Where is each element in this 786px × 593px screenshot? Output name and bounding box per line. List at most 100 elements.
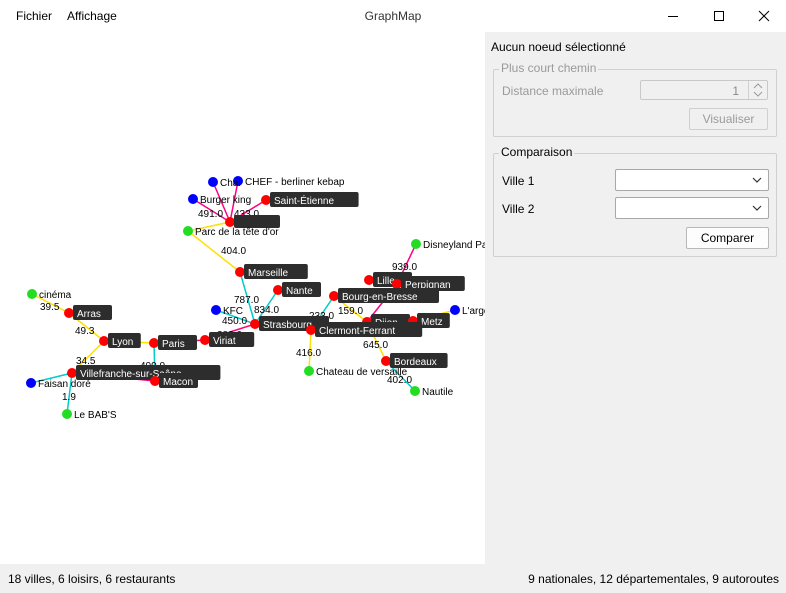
selection-status: Aucun noeud sélectionné: [491, 40, 626, 54]
edge-chal-hidden_city[interactable]: [212, 181, 231, 223]
edge-arras-cinema[interactable]: [31, 293, 70, 314]
distance-spinbox[interactable]: 1: [640, 80, 768, 100]
node-largo[interactable]: [450, 305, 460, 315]
node-chef[interactable]: [233, 176, 243, 186]
node-marseille[interactable]: [235, 267, 245, 277]
minimize-button[interactable]: [650, 0, 696, 32]
edge-villefranche-bab[interactable]: [66, 372, 73, 415]
close-button[interactable]: [740, 0, 786, 32]
minimize-icon: [668, 16, 678, 17]
close-icon: [758, 10, 770, 22]
graph-canvas[interactable]: 491.0433.0404.0787.0834.0450.0382.0233.0…: [0, 32, 485, 564]
visualize-button[interactable]: Visualiser: [689, 108, 768, 130]
node-bordeaux[interactable]: [381, 356, 391, 366]
distance-label: 159.0: [338, 306, 363, 317]
comparison-group: Comparaison Ville 1 Ville 2 Comparer: [493, 145, 777, 257]
node-label-box: [338, 288, 439, 303]
title-bar: Fichier Affichage GraphMap: [0, 0, 786, 32]
node-label-box: [244, 264, 308, 279]
edge-marseille-strasbourg[interactable]: [239, 271, 256, 325]
distance-label: 939.0: [392, 262, 417, 273]
edge-hidden_city-parc[interactable]: [187, 221, 231, 232]
status-counts-nodes: 18 villes, 6 loisirs, 6 restaurants: [8, 572, 176, 586]
node-label: Macon: [163, 377, 193, 388]
distance-label: 49.3: [75, 326, 95, 337]
node-chateau[interactable]: [304, 366, 314, 376]
edge-nante-strasbourg[interactable]: [254, 289, 279, 325]
node-chal[interactable]: [208, 177, 218, 187]
node-label-box: [73, 305, 112, 320]
node-label: Arras: [77, 309, 101, 320]
shortest-path-title: Plus court chemin: [499, 61, 599, 75]
node-kfc[interactable]: [211, 305, 221, 315]
node-perpignan[interactable]: [392, 279, 402, 289]
node-label: Metz: [421, 317, 443, 328]
distance-label: 416.0: [296, 348, 321, 359]
compare-button[interactable]: Comparer: [686, 227, 769, 249]
node-strasbourg[interactable]: [250, 319, 260, 329]
city2-label: Ville 2: [502, 202, 535, 216]
node-clermont[interactable]: [306, 325, 316, 335]
node-burger[interactable]: [188, 194, 198, 204]
node-label: Lyon: [112, 337, 133, 348]
node-arras[interactable]: [64, 308, 74, 318]
spin-arrows-icon[interactable]: [748, 81, 767, 99]
node-label: Clermont-Ferrant: [319, 326, 395, 337]
distance-label: 491.0: [198, 209, 223, 220]
comparison-title: Comparaison: [499, 145, 575, 159]
distance-label: 39.5: [40, 302, 60, 313]
edge-kfc-strasbourg[interactable]: [215, 309, 256, 325]
node-parc[interactable]: [183, 226, 193, 236]
node-paris[interactable]: [149, 338, 159, 348]
node-label-box: [401, 276, 465, 291]
distance-label: 433.0: [234, 209, 259, 220]
node-label: Viriat: [213, 336, 236, 347]
node-label: Marseille: [248, 268, 288, 279]
edge-burger-hidden_city[interactable]: [192, 198, 231, 223]
node-st_etienne[interactable]: [261, 195, 271, 205]
node-cinema[interactable]: [27, 289, 37, 299]
city2-combobox[interactable]: [615, 197, 769, 219]
menu-affichage[interactable]: Affichage: [67, 9, 117, 23]
node-viriat[interactable]: [200, 335, 210, 345]
node-label-box: [159, 373, 198, 388]
edge-clermont-chateau[interactable]: [308, 329, 312, 372]
node-hidden_city[interactable]: [225, 217, 235, 227]
node-label: Saint-Étienne: [274, 194, 334, 207]
window-title: GraphMap: [364, 9, 422, 23]
menu-fichier[interactable]: Fichier: [16, 9, 53, 23]
node-disney[interactable]: [411, 239, 421, 249]
node-label: Disneyland Pa: [423, 240, 485, 251]
node-label: CHEF - berliner kebap: [245, 177, 345, 188]
node-villefranche[interactable]: [67, 368, 77, 378]
node-nante[interactable]: [273, 285, 283, 295]
shortest-path-group: Plus court chemin Distance maximale 1 Vi…: [493, 61, 777, 137]
edge-chef-hidden_city[interactable]: [229, 180, 239, 223]
node-bab[interactable]: [62, 409, 72, 419]
graph-view[interactable]: 491.0433.0404.0787.0834.0450.0382.0233.0…: [0, 32, 485, 564]
maximize-button[interactable]: [696, 0, 742, 32]
distance-label: 402.0: [387, 375, 412, 386]
node-lyon[interactable]: [99, 336, 109, 346]
node-nautile[interactable]: [410, 386, 420, 396]
distance-label: Distance maximale: [502, 84, 604, 98]
node-label-box: [417, 313, 450, 328]
node-lille[interactable]: [364, 275, 374, 285]
distance-label: 1.9: [62, 392, 76, 403]
node-faisan[interactable]: [26, 378, 36, 388]
node-macon[interactable]: [150, 376, 160, 386]
node-label: Lille: [377, 276, 395, 287]
distance-value: 1: [732, 84, 739, 98]
edge-villefranche-faisan[interactable]: [30, 372, 73, 384]
city1-combobox[interactable]: [615, 169, 769, 191]
node-label: Nante: [286, 286, 313, 297]
node-label: Bourg-en-Bresse: [342, 292, 418, 303]
node-label: Burger king: [200, 195, 251, 206]
node-label: Nautile: [422, 387, 454, 398]
maximize-icon: [714, 11, 724, 21]
node-label-box: [390, 353, 448, 368]
node-label: Strasbourg: [263, 320, 312, 331]
node-bourg[interactable]: [329, 291, 339, 301]
edge-parc-marseille[interactable]: [187, 230, 241, 273]
status-counts-roads: 9 nationales, 12 départementales, 9 auto…: [528, 572, 779, 586]
